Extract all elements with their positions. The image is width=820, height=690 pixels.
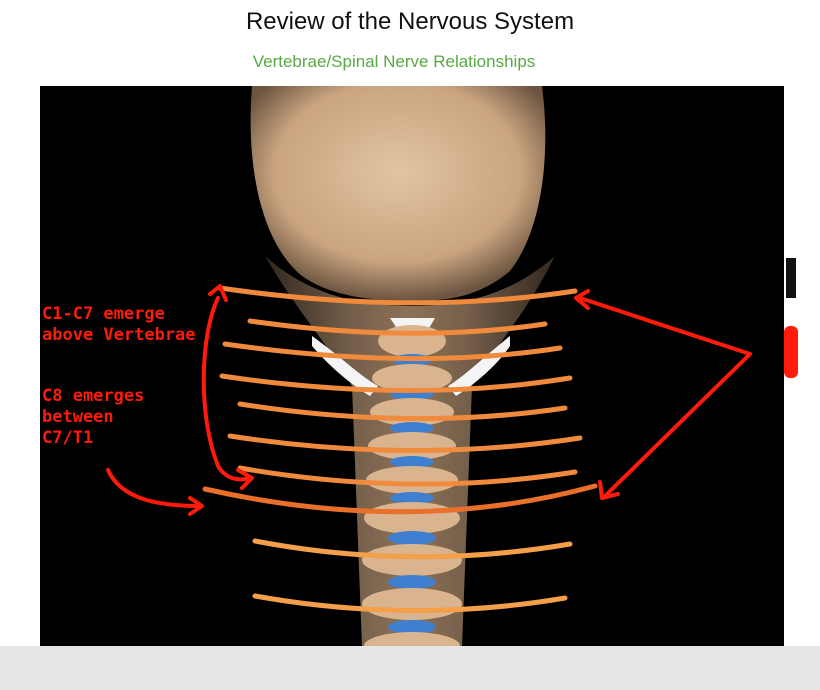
bottom-bar <box>0 646 820 690</box>
bone-highlight-left <box>312 336 378 396</box>
slide-subtitle: Vertebrae/Spinal Nerve Relationships <box>252 52 536 71</box>
annotation-c8: C8 emerges between C7/T1 <box>42 386 145 448</box>
skull <box>250 86 546 301</box>
spine-drawing <box>106 86 752 646</box>
spine-illustration: C1-C7 emerge above Vertebrae C8 emerges … <box>40 86 784 646</box>
c8-arrow <box>106 468 202 508</box>
bracket-arrow <box>201 296 252 482</box>
spinal-nerves <box>202 285 598 613</box>
cropped-marks <box>784 258 798 378</box>
right-margin <box>784 86 820 646</box>
slide-title: Review of the Nervous System <box>245 8 575 35</box>
right-arrows <box>578 296 752 498</box>
annotation-arrows <box>106 284 752 516</box>
annotation-c1-c7: C1-C7 emerge above Vertebrae <box>42 304 196 345</box>
bone-highlight-right <box>448 336 510 396</box>
